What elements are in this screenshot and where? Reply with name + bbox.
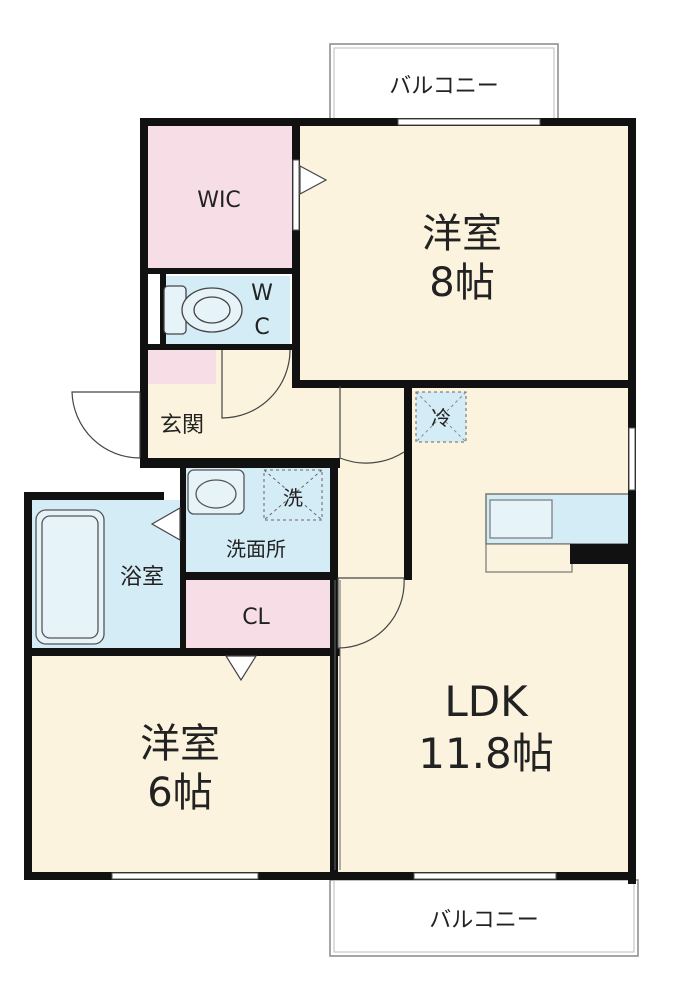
washer-mark-label: 洗 — [283, 486, 303, 510]
ldk-name: LDK — [444, 677, 529, 726]
western-room-8-floor — [296, 124, 634, 382]
balcony-bottom-label: バルコニー — [429, 908, 539, 933]
western-room-8-name: 洋室 — [422, 211, 502, 257]
washbasin-icon — [187, 469, 245, 515]
wc-label-bottom: C — [254, 315, 269, 340]
washroom-label: 洗面所 — [226, 537, 286, 561]
doors — [71, 164, 405, 682]
closet-label: CL — [242, 605, 270, 630]
balcony-bottom — [329, 879, 639, 957]
hallway-floor — [222, 346, 408, 466]
western-room-8-size: 8帖 — [429, 260, 494, 306]
bathtub-icon — [35, 509, 105, 645]
bath-label: 浴室 — [120, 565, 164, 590]
sliding-door — [334, 580, 341, 870]
wic-floor — [146, 124, 294, 270]
windows — [111, 118, 636, 880]
western-room-6-size: 6帖 — [147, 770, 212, 816]
entrance-label: 玄関 — [160, 413, 204, 438]
western-room-6-name: 洋室 — [140, 721, 220, 767]
balcony-top — [329, 43, 559, 123]
washer-space-icon — [263, 469, 323, 521]
refrigerator-space-icon — [415, 391, 467, 443]
balcony-top-label: バルコニー — [389, 74, 499, 99]
kitchen-lower-counter — [485, 543, 573, 573]
western-room-6-floor — [30, 652, 332, 878]
wc-label-top: W — [251, 281, 273, 306]
hallway-lower-floor — [330, 460, 408, 656]
entrance-step — [146, 348, 216, 384]
fridge-mark-label: 冷 — [431, 406, 451, 430]
toilet-icon — [163, 285, 243, 335]
ldk-size: 11.8帖 — [418, 729, 554, 778]
kitchen-sink-icon — [489, 499, 553, 539]
closet-floor — [184, 578, 330, 650]
wic-label: WIC — [197, 188, 241, 213]
